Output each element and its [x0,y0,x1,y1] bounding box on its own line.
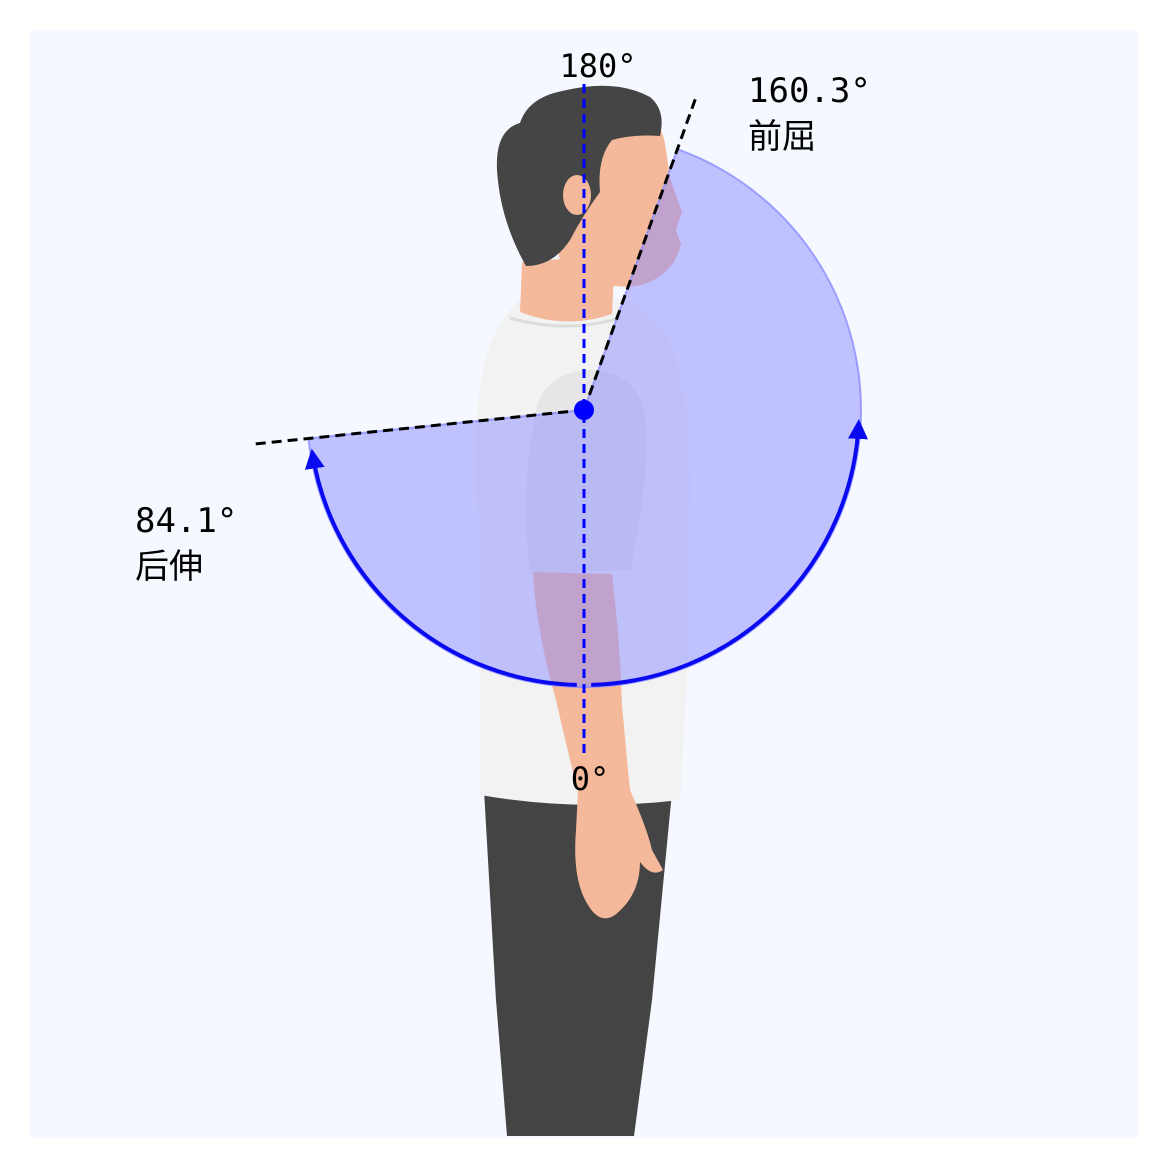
label-flexion-value: 160.3° [748,71,871,111]
label-extension-value: 84.1° [135,501,237,541]
extension-arc-arrow [304,448,577,687]
flexion-arc-arrow [591,418,868,687]
hand [575,790,663,919]
ear [563,175,591,215]
collar [509,316,621,328]
flexion-limit-line [582,98,697,411]
label-flexion-name: 前屈 [748,117,816,157]
range-of-motion-overlay [252,84,868,758]
shoulder-pivot-point [574,400,594,420]
label-extension-name: 后伸 [135,547,203,587]
extension-limit-line [252,408,585,446]
label-0-degrees: 0° [571,760,610,798]
label-180-degrees: 180° [559,47,636,85]
